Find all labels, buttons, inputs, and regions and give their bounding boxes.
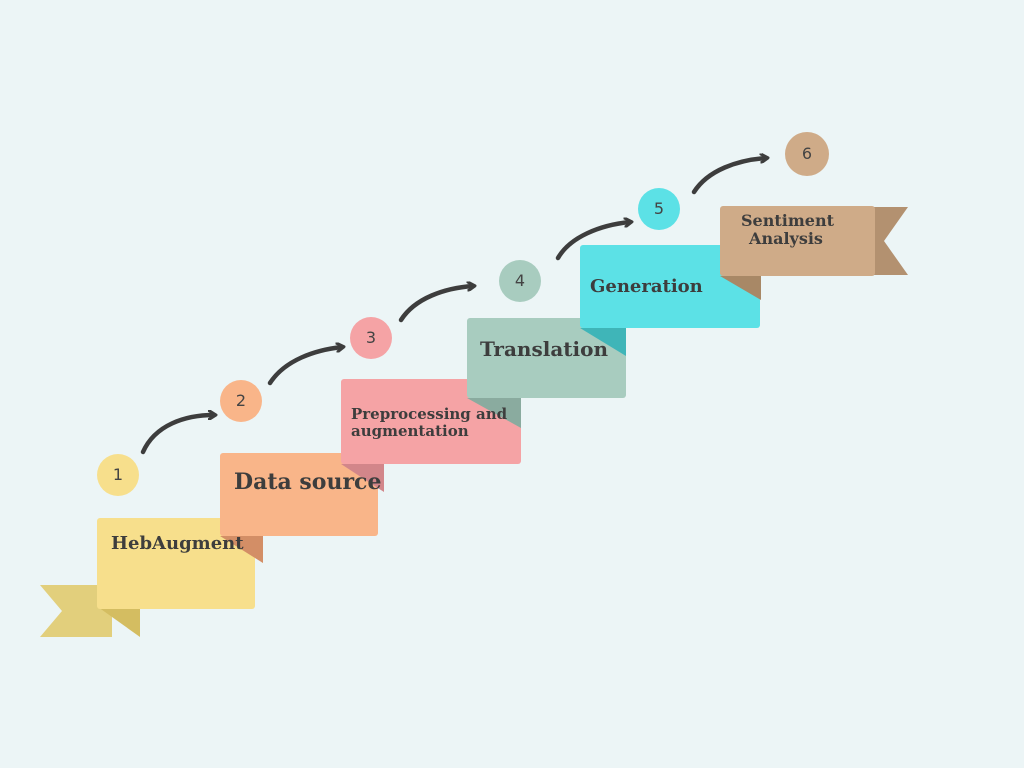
- step-5-label: Generation: [590, 276, 703, 297]
- step-3-number-circle: [350, 317, 392, 359]
- step-5-box: [580, 245, 760, 328]
- step-1-box: [97, 518, 255, 609]
- step-2: [220, 380, 378, 563]
- step-6-label: Sentiment Analysis: [741, 211, 834, 249]
- arrow-1-to-2: [140, 415, 214, 455]
- step-4-number-circle: [499, 260, 541, 302]
- connector-arrows: [140, 158, 766, 455]
- arrow-4-to-5: [555, 222, 630, 261]
- step-5-corner-fold: [580, 328, 626, 356]
- step-6-box: [720, 206, 875, 276]
- step-3-number: 3: [365, 328, 377, 347]
- step-2-label: Data source: [234, 469, 382, 495]
- step-6: [720, 132, 908, 300]
- step-4-box: [467, 318, 626, 398]
- step-1-number: 1: [112, 465, 124, 484]
- step-4-label: Translation: [480, 337, 608, 361]
- arrow-2-to-3: [267, 347, 342, 386]
- step-2-box: [220, 453, 378, 536]
- step-2-number-circle: [220, 380, 262, 422]
- step-5-number-circle: [638, 188, 680, 230]
- step-3-corner-fold: [341, 464, 384, 492]
- step-4: [467, 260, 626, 428]
- step-5: [580, 188, 760, 356]
- arrow-5-to-6: [691, 158, 766, 195]
- step-1-ribbon: [40, 585, 112, 637]
- step-2-corner-fold: [220, 536, 263, 563]
- step-6-corner-fold: [720, 276, 761, 300]
- step-6-number-circle: [785, 132, 829, 176]
- step-2-number: 2: [235, 391, 247, 410]
- step-1-ribbon-fold: [98, 607, 140, 637]
- arrow-3-to-4: [398, 286, 473, 323]
- step-6-ribbon: [872, 207, 908, 275]
- step-6-number: 6: [801, 144, 813, 163]
- step-1-label: HebAugment: [111, 533, 244, 554]
- step-5-number: 5: [653, 199, 665, 218]
- step-4-number: 4: [514, 271, 526, 290]
- step-1-number-circle: [97, 454, 139, 496]
- step-3-label: Preprocessing and augmentation: [351, 405, 508, 441]
- step-4-corner-fold: [467, 398, 521, 428]
